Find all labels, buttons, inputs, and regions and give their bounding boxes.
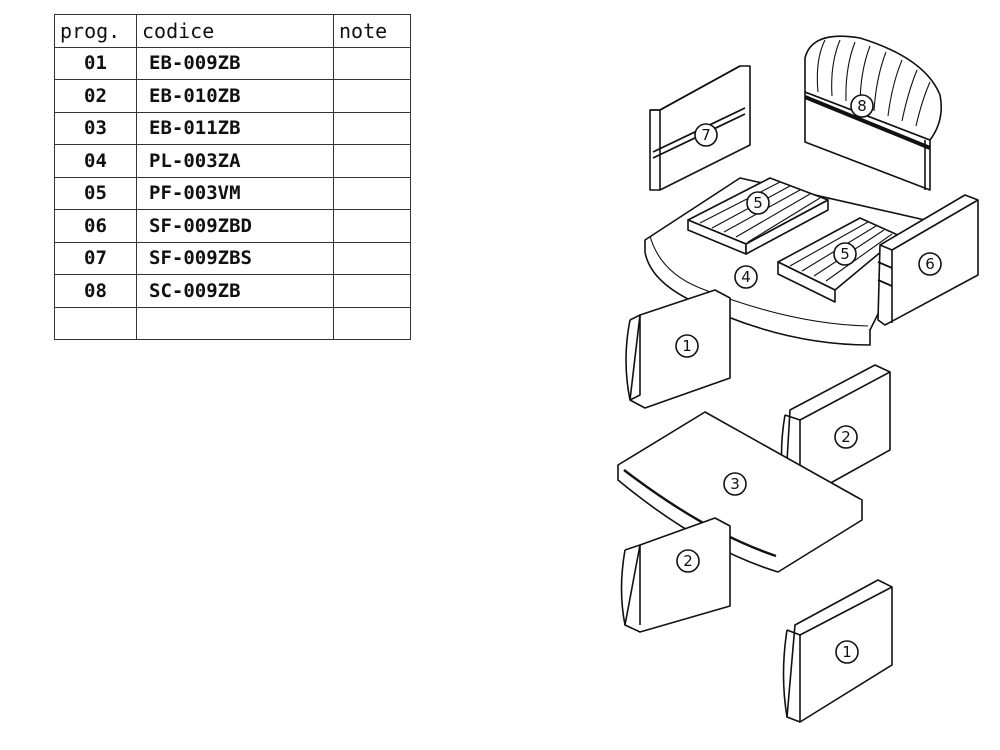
header-note: note [333, 14, 411, 48]
callout-1-lower: 1 [835, 640, 859, 664]
callout-2-lower-label: 2 [683, 552, 693, 570]
callout-7: 7 [694, 123, 718, 147]
cell-code [136, 306, 334, 340]
cell-prog: 08 [54, 274, 137, 308]
cell-prog: 07 [54, 241, 137, 275]
callout-5-right-label: 5 [840, 245, 850, 263]
callout-1-lower-label: 1 [842, 643, 852, 661]
callout-4: 4 [734, 265, 758, 289]
callout-5-left-label: 5 [753, 194, 763, 212]
callout-3-label: 3 [730, 475, 740, 493]
table-header-row: prog. codice note [54, 14, 411, 48]
cell-prog: 04 [54, 144, 137, 178]
cell-prog: 03 [54, 111, 137, 145]
callout-5-right: 5 [833, 242, 857, 266]
cell-code: EB-011ZB [136, 111, 334, 145]
cell-note [333, 79, 411, 113]
callout-1-upper-label: 1 [682, 337, 692, 355]
cell-code: PF-003VM [136, 176, 334, 210]
cell-note [333, 306, 411, 340]
callout-7-label: 7 [701, 126, 711, 144]
part-8-back-panel [804, 35, 943, 191]
cell-note [333, 111, 411, 145]
callout-5-left: 5 [746, 191, 770, 215]
header-prog: prog. [54, 14, 137, 48]
cell-code: PL-003ZA [136, 144, 334, 178]
cell-note [333, 46, 411, 80]
callout-8-label: 8 [857, 97, 867, 115]
cell-note [333, 274, 411, 308]
cell-code: EB-010ZB [136, 79, 334, 113]
callout-1-upper: 1 [675, 334, 699, 358]
callout-2-upper-label: 2 [841, 428, 851, 446]
callout-2-upper: 2 [834, 425, 858, 449]
callout-6-label: 6 [925, 255, 935, 273]
part-2-brick-lower [620, 517, 731, 633]
callout-4-label: 4 [741, 268, 751, 286]
cell-code: SC-009ZB [136, 274, 334, 308]
table-row [54, 306, 411, 340]
callout-2-lower: 2 [676, 549, 700, 573]
cell-note [333, 209, 411, 243]
callout-3: 3 [723, 472, 747, 496]
cell-code: SF-009ZBD [136, 209, 334, 243]
callout-6: 6 [918, 252, 942, 276]
header-code: codice [136, 14, 334, 48]
callout-8: 8 [850, 94, 874, 118]
